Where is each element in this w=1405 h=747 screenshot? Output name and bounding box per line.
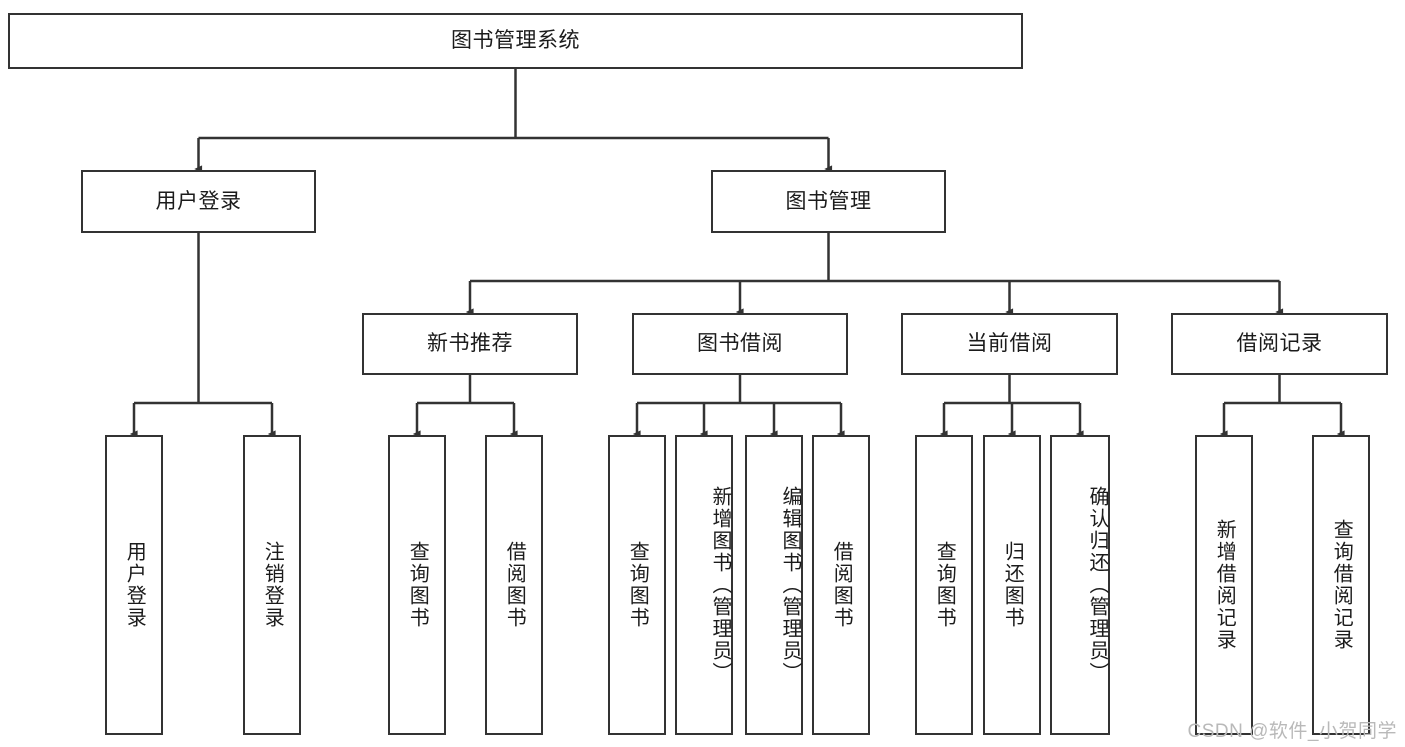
leaf-add-borrow-record-label: 新增借阅记录 xyxy=(1213,519,1236,651)
edge-group xyxy=(129,69,1345,438)
node-root[interactable]: 图书管理系统 xyxy=(8,13,1023,69)
node-root-label: 图书管理系统 xyxy=(451,29,580,53)
leaf-confirm-return-label: 确认归还（管理员） xyxy=(1086,486,1108,684)
node-new-book-recommend[interactable]: 新书推荐 xyxy=(362,313,578,375)
leaf-query-borrow-record-label: 查询借阅记录 xyxy=(1330,519,1353,651)
leaf-query-book-recommend-label: 查询图书 xyxy=(406,541,429,629)
leaf-add-borrow-record[interactable]: 新增借阅记录 xyxy=(1195,435,1253,735)
node-user-login[interactable]: 用户登录 xyxy=(81,170,316,233)
leaf-query-book-current-label: 查询图书 xyxy=(933,541,956,629)
leaf-borrow-book[interactable]: 借阅图书 xyxy=(812,435,870,735)
leaf-logout[interactable]: 注销登录 xyxy=(243,435,301,735)
node-book-manage-label: 图书管理 xyxy=(785,189,872,213)
node-borrow-record[interactable]: 借阅记录 xyxy=(1171,313,1388,375)
watermark: CSDN @软件_小贺同学 xyxy=(1187,721,1397,742)
leaf-query-book-borrow[interactable]: 查询图书 xyxy=(608,435,666,735)
node-user-login-label: 用户登录 xyxy=(155,189,242,213)
node-current-borrow-label: 当前借阅 xyxy=(966,332,1053,356)
leaf-return-book-label: 归还图书 xyxy=(1001,541,1024,629)
node-new-book-recommend-label: 新书推荐 xyxy=(427,332,513,356)
leaf-query-book-recommend[interactable]: 查询图书 xyxy=(388,435,446,735)
leaf-borrow-book-recommend[interactable]: 借阅图书 xyxy=(485,435,543,735)
leaf-edit-book-label: 编辑图书（管理员） xyxy=(779,486,801,684)
leaf-add-book[interactable]: 新增图书（管理员） xyxy=(675,435,733,735)
leaf-add-book-label: 新增图书（管理员） xyxy=(709,486,731,684)
leaf-borrow-book-recommend-label: 借阅图书 xyxy=(503,541,526,629)
node-borrow-record-label: 借阅记录 xyxy=(1236,332,1323,356)
node-book-manage[interactable]: 图书管理 xyxy=(711,170,946,233)
leaf-return-book[interactable]: 归还图书 xyxy=(983,435,1041,735)
leaf-logout-label: 注销登录 xyxy=(261,541,284,629)
node-current-borrow[interactable]: 当前借阅 xyxy=(901,313,1118,375)
leaf-query-borrow-record[interactable]: 查询借阅记录 xyxy=(1312,435,1370,735)
node-book-borrow-label: 图书借阅 xyxy=(697,332,783,356)
leaf-query-book-borrow-label: 查询图书 xyxy=(626,541,649,629)
leaf-edit-book[interactable]: 编辑图书（管理员） xyxy=(745,435,803,735)
leaf-borrow-book-label: 借阅图书 xyxy=(830,541,853,629)
leaf-confirm-return[interactable]: 确认归还（管理员） xyxy=(1050,435,1110,735)
node-book-borrow[interactable]: 图书借阅 xyxy=(632,313,848,375)
leaf-user-login[interactable]: 用户登录 xyxy=(105,435,163,735)
leaf-user-login-label: 用户登录 xyxy=(123,541,146,629)
leaf-query-book-current[interactable]: 查询图书 xyxy=(915,435,973,735)
